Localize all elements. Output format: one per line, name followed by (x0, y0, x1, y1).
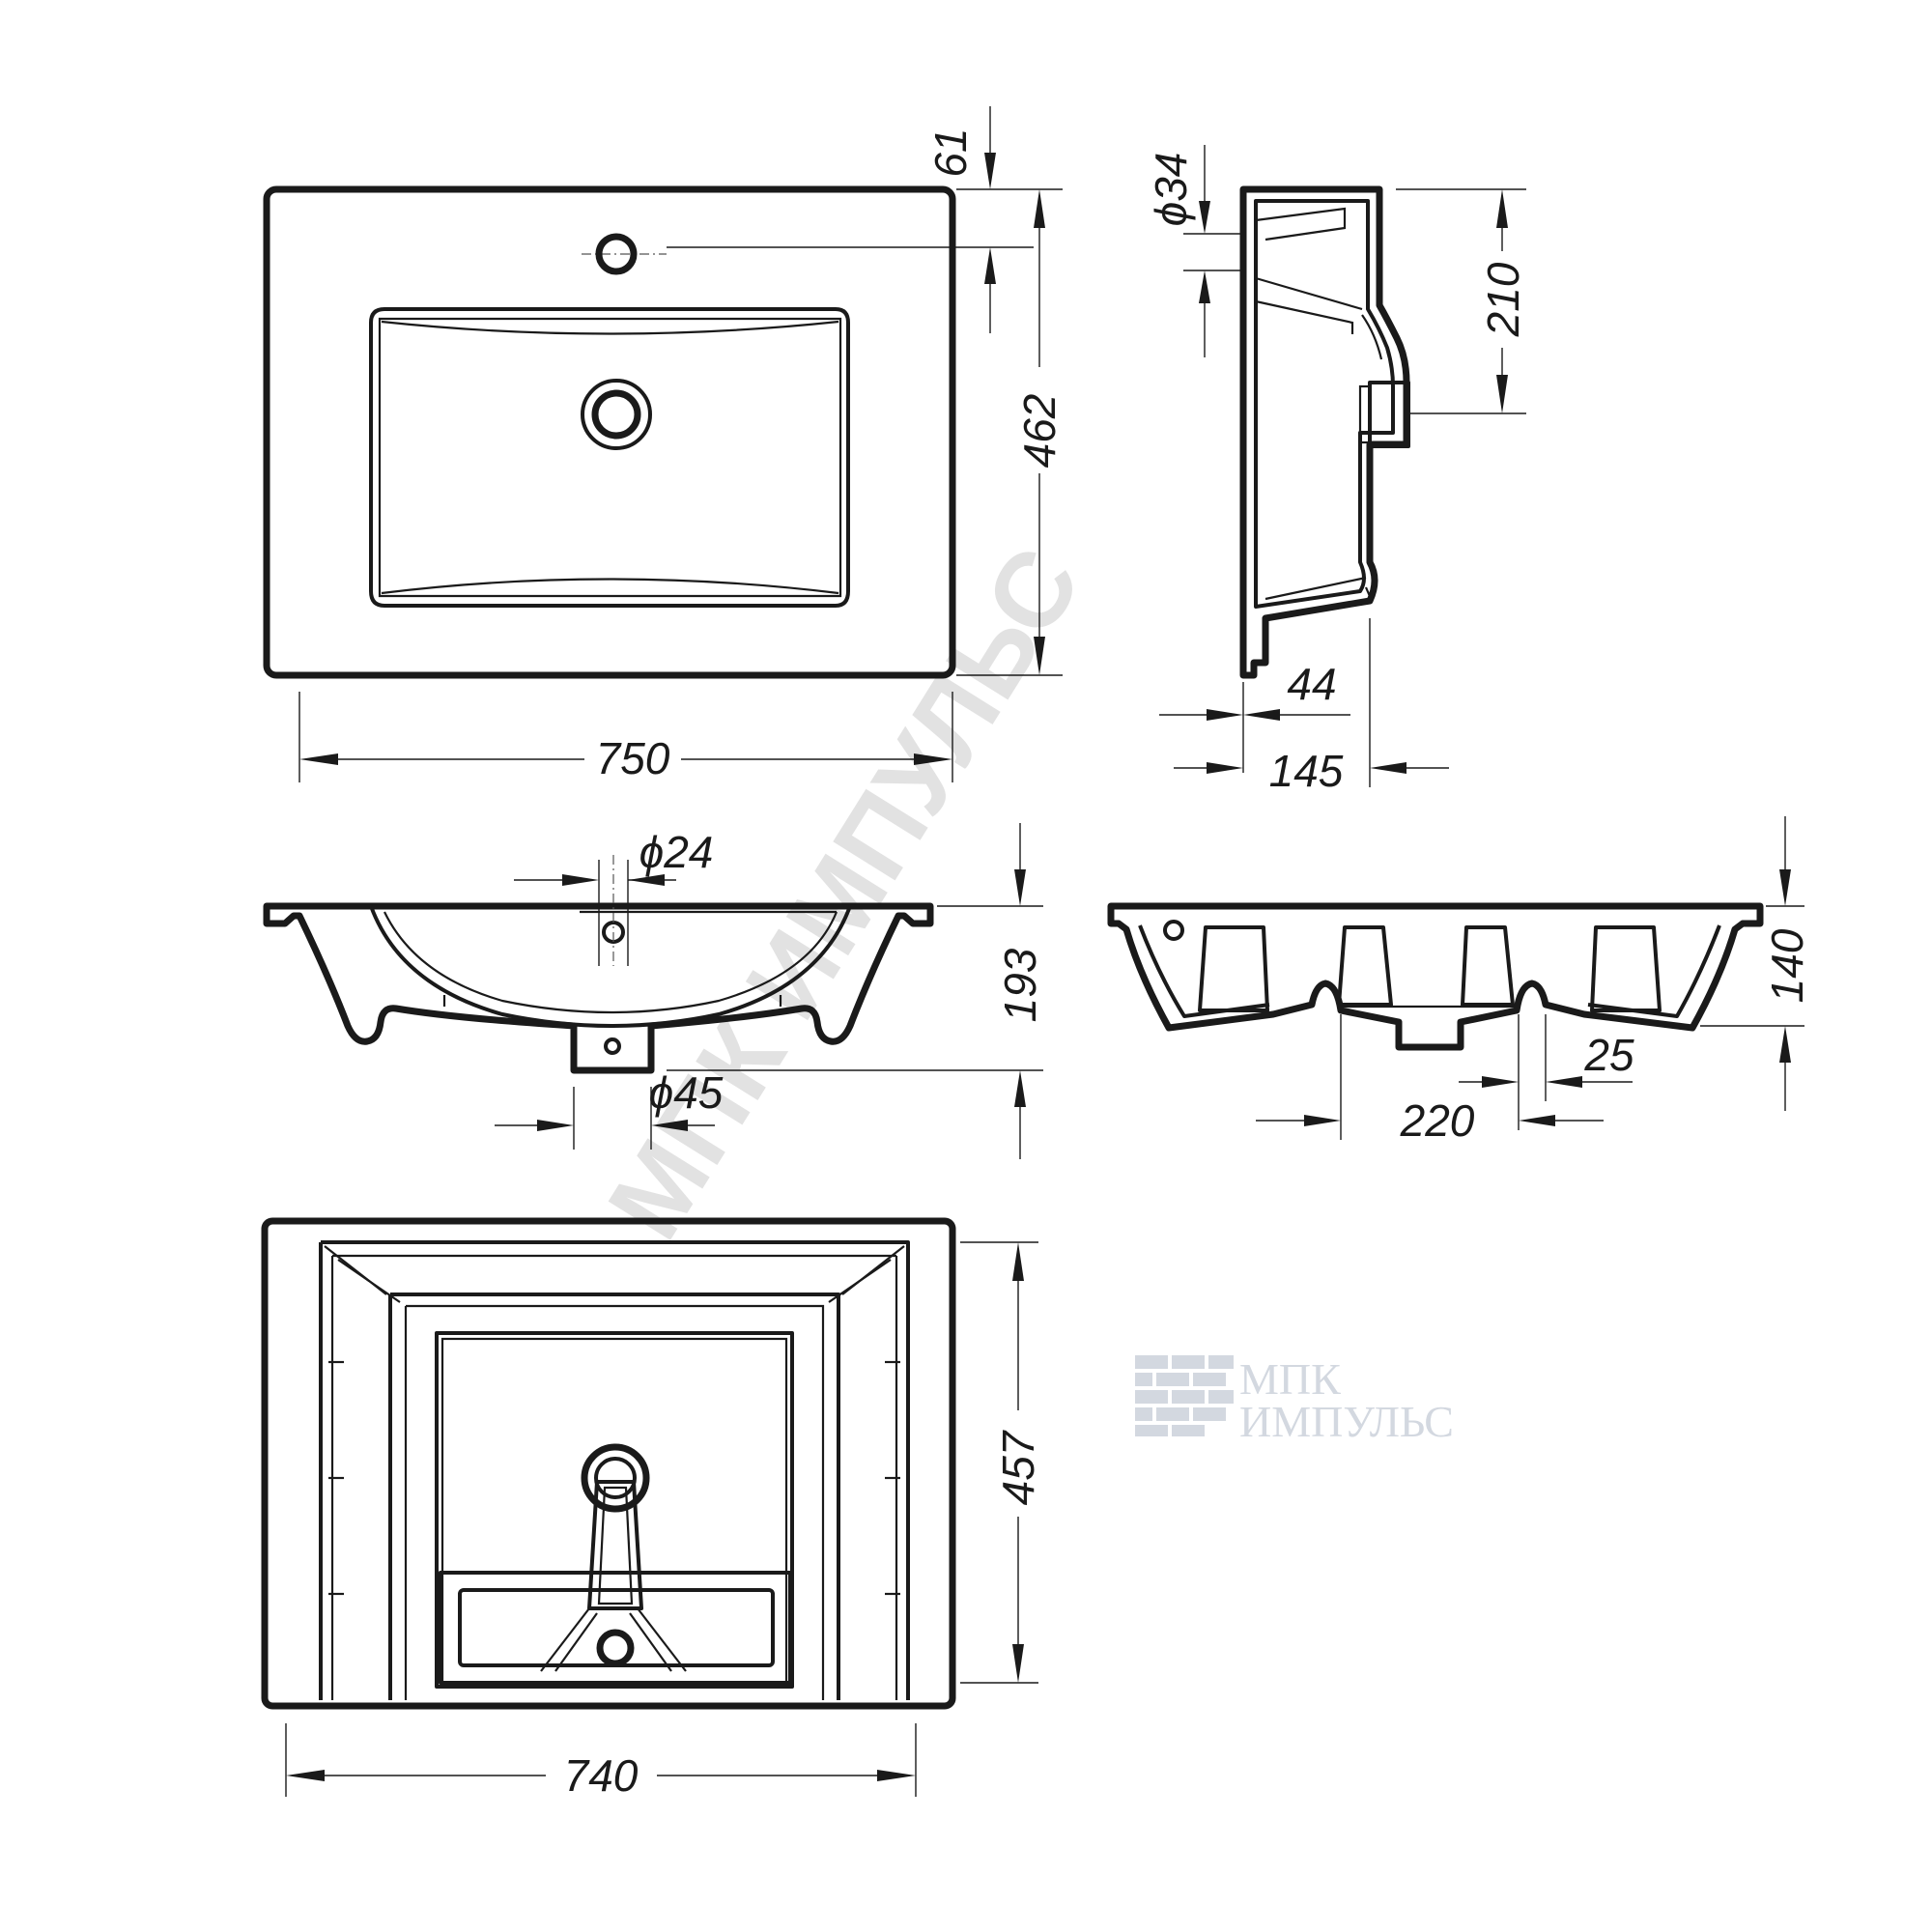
dim-145: 145 (1269, 746, 1344, 796)
rear-view-overflow-hole (1163, 920, 1184, 941)
front-section-drain (604, 1037, 621, 1055)
dim-457: 457 (993, 1430, 1043, 1505)
rear-view-rib (1461, 925, 1515, 1007)
dim-phi24: ϕ24 (639, 827, 714, 877)
rear-view-rib (1590, 925, 1662, 1012)
dim-740: 740 (564, 1750, 639, 1801)
watermark-logo-line2: ИМПУЛЬС (1239, 1397, 1454, 1446)
bottom-view-tap-body (587, 1480, 643, 1610)
front-section-outline (263, 902, 934, 1074)
rear-view: 140 25 220 (1107, 816, 1812, 1146)
side-view-drain-outlet (1368, 381, 1410, 448)
rear-view-rib (1337, 925, 1393, 1007)
brick-logo-icon (1135, 1355, 1234, 1436)
side-view: ϕ34 210 44 145 (1146, 145, 1528, 796)
dim-phi45: ϕ45 (649, 1067, 724, 1118)
rear-view-outline (1107, 902, 1764, 1051)
top-view-tap-hole (595, 233, 638, 275)
dim-140: 140 (1762, 928, 1812, 1003)
bottom-view-tap-hole (581, 1443, 650, 1513)
dim-44: 44 (1287, 659, 1336, 709)
top-view-drain (581, 379, 652, 450)
top-view: 750 462 61 (263, 106, 1065, 783)
bottom-view-drain (596, 1629, 635, 1667)
dim-750: 750 (596, 733, 670, 783)
rear-view-rib (1198, 925, 1269, 1012)
dim-phi34: ϕ34 (1146, 153, 1196, 227)
side-view-outline (1239, 185, 1410, 679)
front-section-view: ϕ24 ϕ45 193 (263, 823, 1045, 1159)
watermark-diagonal-text: МПК ИМПУЛЬС (585, 527, 1103, 1259)
top-view-bowl (369, 307, 850, 608)
bottom-view: 740 457 (261, 1217, 1043, 1801)
bottom-view-bowl-base (388, 1293, 840, 1700)
dim-61: 61 (925, 128, 976, 177)
dim-193: 193 (995, 948, 1045, 1022)
dim-220: 220 (1400, 1095, 1475, 1146)
bottom-view-outline (261, 1217, 956, 1710)
top-view-outline (263, 185, 956, 679)
dim-462: 462 (1014, 394, 1065, 469)
dim-25: 25 (1583, 1030, 1634, 1080)
watermark-logo: МПК ИМПУЛЬС (1135, 1354, 1454, 1446)
bottom-view-front-panel (439, 1571, 792, 1685)
watermark-logo-line1: МПК (1239, 1354, 1341, 1404)
dim-210: 210 (1478, 262, 1528, 337)
